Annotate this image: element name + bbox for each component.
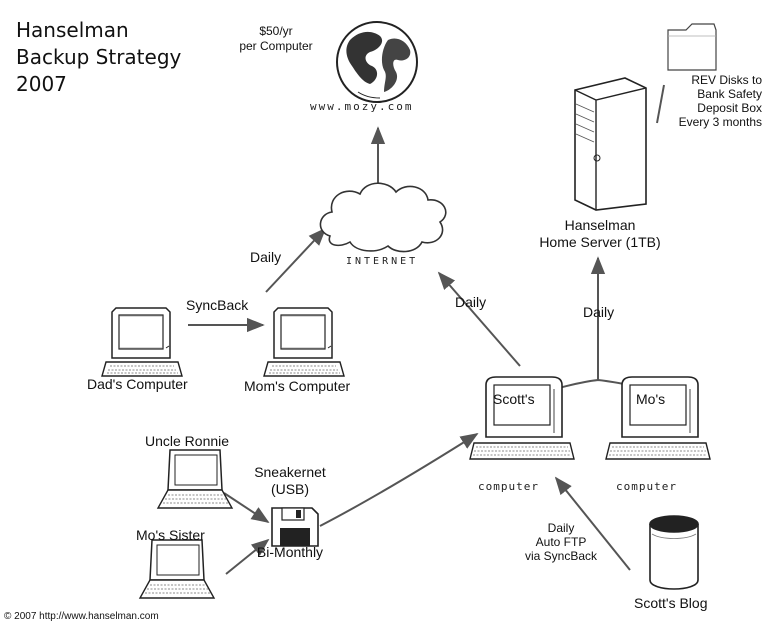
globe-icon xyxy=(336,21,418,103)
ftp-line1: Daily xyxy=(547,521,575,535)
sneakernet-line3: Bi-Monthly xyxy=(256,544,324,560)
scott-screen-label: Scott's xyxy=(493,391,535,407)
diagram-title-line3: 2007 xyxy=(16,72,67,96)
dad-computer-icon xyxy=(101,307,183,377)
edge-label-daily-dad: Daily xyxy=(250,249,282,265)
mos-sister-label: Mo's Sister xyxy=(136,527,205,543)
mozy-price-line1: $50/yr xyxy=(259,24,293,38)
dad-computer-label: Dad's Computer xyxy=(87,376,188,392)
copyright-notice: © 2007 http://www.hanselman.com xyxy=(4,611,159,622)
diagram-title-line1: Hanselman xyxy=(16,18,129,42)
sneakernet-line2: (USB) xyxy=(270,481,310,497)
mozy-price-line2: per Computer xyxy=(239,39,313,53)
uncle-laptop-icon xyxy=(157,449,233,509)
mom-computer-label: Mom's Computer xyxy=(244,378,351,394)
sister-laptop-icon xyxy=(139,539,215,599)
server-label-line2: Home Server (1TB) xyxy=(539,234,661,250)
rev-line4: Every 3 months xyxy=(678,115,762,129)
mo-computer-caption: computer xyxy=(616,480,677,493)
server-tower-icon xyxy=(574,77,647,211)
sneakernet-line1: Sneakernet xyxy=(254,464,326,480)
scotts-blog-label: Scott's Blog xyxy=(634,595,708,611)
server-label-line1: Hanselman xyxy=(564,217,636,233)
scott-computer-caption: computer xyxy=(478,480,539,493)
mo-screen-label: Mo's xyxy=(636,391,666,407)
floppy-disk-icon xyxy=(271,507,319,547)
diagram-title-line2: Backup Strategy xyxy=(16,45,182,69)
edge-label-syncback: SyncBack xyxy=(186,297,249,313)
edge-label-daily-server: Daily xyxy=(583,304,615,320)
mom-computer-icon xyxy=(263,307,345,377)
mo-computer-icon xyxy=(605,376,711,460)
connectors xyxy=(188,84,665,575)
ftp-line3: via SyncBack xyxy=(524,549,598,563)
blog-database-icon xyxy=(649,515,699,590)
mozy-url: www.mozy.com xyxy=(310,100,414,113)
rev-line3: Deposit Box xyxy=(697,101,762,115)
rev-line1: REV Disks to xyxy=(691,73,762,87)
rev-line2: Bank Safety xyxy=(697,87,762,101)
edge-label-daily-scott: Daily xyxy=(455,294,487,310)
internet-label: INTERNET xyxy=(346,256,419,267)
ftp-line2: Auto FTP xyxy=(535,535,587,549)
folder-icon xyxy=(667,23,717,71)
uncle-ronnie-label: Uncle Ronnie xyxy=(145,433,230,449)
internet-cloud xyxy=(319,182,447,253)
scott-computer-icon xyxy=(469,376,575,460)
